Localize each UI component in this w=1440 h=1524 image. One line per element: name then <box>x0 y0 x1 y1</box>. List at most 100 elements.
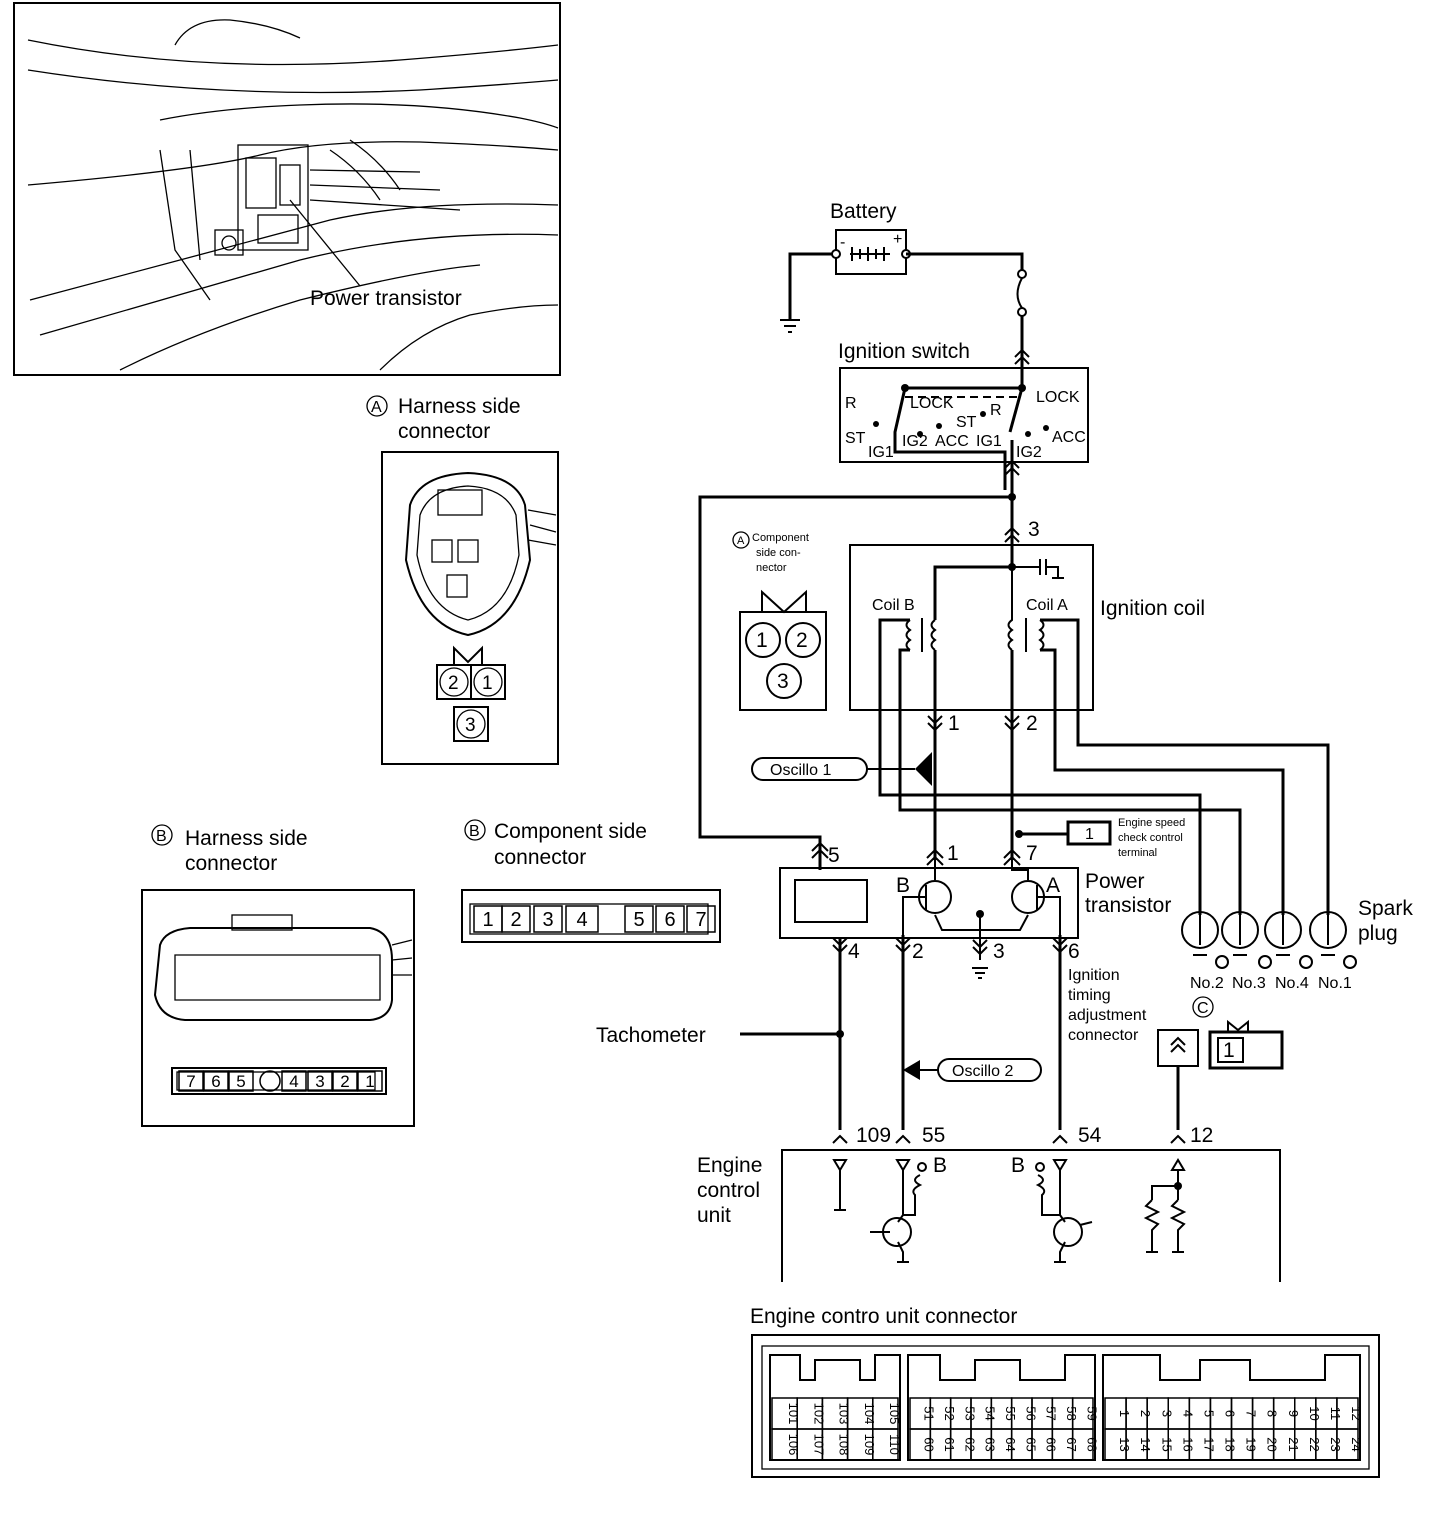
ecu-pin-54: 54 <box>1078 1124 1102 1147</box>
transistor-pin-1: 1 <box>947 842 959 865</box>
switch-right-ig1: IG1 <box>976 433 1002 450</box>
timing-adjust-pin: 1 <box>1223 1039 1235 1062</box>
harness-b-empty-cavity <box>259 1070 281 1092</box>
ecu-pin-12: 12 <box>1190 1124 1213 1147</box>
timing-adjust-line-1: Ignition <box>1068 967 1120 984</box>
harness-b-block: B Harness side connector <box>141 824 415 1127</box>
component-b-subtitle: connector <box>494 846 586 869</box>
ecu-block3-pin-top-text: 9 <box>1286 1410 1301 1417</box>
ecu-connector: Engine contro unit connector <box>750 1305 1380 1478</box>
ecu-block2-pin-top-text: 51 <box>922 1406 937 1420</box>
ecu-block3-pin-top-text: 2 <box>1138 1410 1153 1417</box>
harness-a-marker-text: A <box>371 399 382 416</box>
ecu-block1-pin-top-text: 105 <box>887 1403 902 1425</box>
ecu-block1-pin-top-text: 103 <box>837 1403 852 1425</box>
harness-a-title: Harness side <box>398 395 521 418</box>
coil-pin-3: 3 <box>1028 518 1040 541</box>
engine-speed-label-1: Engine speed <box>1118 817 1185 829</box>
harness-b-pin-text: 7 <box>186 1072 195 1091</box>
ecu-block3-pin-bottom-text: 21 <box>1286 1437 1301 1451</box>
tachometer-label: Tachometer <box>596 1024 706 1047</box>
switch-left-ig1: IG1 <box>868 444 894 461</box>
ecu-block1-pin-top-text: 104 <box>862 1403 877 1425</box>
main-feed-wires: 3 <box>698 440 1040 870</box>
transistor-pin-4: 4 <box>848 940 860 963</box>
harness-a-subtitle: connector <box>398 420 490 443</box>
ecu-block3-pin-top-text: 8 <box>1265 1410 1280 1417</box>
spark-plug-no2: No.2 <box>1190 975 1224 992</box>
transistor-a-label: A <box>1046 874 1060 897</box>
ecu-block3-pin-top-text: 10 <box>1307 1406 1322 1420</box>
ecu-block2-pin-bottom: 68 <box>1071 1428 1099 1461</box>
component-b-pin: 3 <box>533 905 563 933</box>
timing-adjust-line-4: connector <box>1068 1027 1139 1044</box>
ecu-block2-pin-bottom: 60 <box>909 1428 937 1461</box>
component-a-pin-3: 3 <box>777 670 789 693</box>
battery-minus: - <box>840 234 845 251</box>
ecu-block2-pin-top: 51 <box>909 1397 937 1430</box>
ecu-block3-pin-bottom-text: 23 <box>1328 1437 1343 1451</box>
harness-a-pin-3: 3 <box>465 715 476 736</box>
harness-a-pin-1: 1 <box>482 673 493 694</box>
switch-right-lock: LOCK <box>1036 389 1080 406</box>
spark-plug-no4: No.4 <box>1275 975 1309 992</box>
component-b-pin-text: 2 <box>510 909 521 931</box>
component-b-pin: 5 <box>624 905 654 933</box>
switch-left-acc: ACC <box>935 433 969 450</box>
ecu-block2-pin-top-text: 55 <box>1003 1406 1018 1420</box>
ecu-block3-pin-top-text: 5 <box>1201 1410 1216 1417</box>
ecu-block3-pin-bottom-text: 17 <box>1201 1437 1216 1451</box>
ignition-coil-label: Ignition coil <box>1100 597 1205 620</box>
component-a-title: Component <box>752 532 809 544</box>
component-b-block: B Component side connector <box>461 819 721 943</box>
ecu-block1-pin-bottom-text: 110 <box>887 1434 902 1455</box>
ecu-block3-pin-top-text: 11 <box>1328 1407 1343 1421</box>
switch-right-acc: ACC <box>1052 429 1086 446</box>
engine-speed-terminal: 1 Engine speed check control terminal <box>1015 817 1185 859</box>
engine-speed-label-2: check control <box>1118 832 1183 844</box>
component-b-pin: 4 <box>565 905 599 933</box>
ecu-connector-label: Engine contro unit connector <box>750 1305 1017 1328</box>
timing-adjust-line-3: adjustment <box>1068 1007 1147 1024</box>
ecu-block3-pin-top-text: 12 <box>1349 1406 1364 1420</box>
component-b-pin: 2 <box>501 905 531 933</box>
harness-b-marker-text: B <box>156 828 167 845</box>
battery-plus: + <box>893 231 902 248</box>
spark-plugs: Spark plug No.2 No.3 No.4 No.1 <box>1181 897 1413 992</box>
spark-plug-no3: No.3 <box>1232 975 1266 992</box>
component-b-pin: 1 <box>473 905 503 933</box>
coil-a-label: Coil A <box>1026 597 1068 614</box>
switch-left-ig2: IG2 <box>902 433 928 450</box>
ecu-block1-pin-bottom-text: 108 <box>837 1434 852 1456</box>
ecu-block2-pin-bottom-text: 61 <box>942 1437 957 1451</box>
component-b-pin-text: 4 <box>576 909 587 931</box>
harness-b-pin: 7 <box>178 1070 204 1092</box>
transistor-pin-5: 5 <box>828 844 840 867</box>
ecu-block3-pin-top-text: 7 <box>1244 1410 1259 1417</box>
ecu-block2-pin-top-text: 52 <box>942 1406 957 1420</box>
harness-b-pin: 4 <box>281 1070 307 1092</box>
ignition-switch-label: Ignition switch <box>838 340 970 363</box>
transistor-b-label: B <box>896 874 910 897</box>
ecu-b-right: B <box>1011 1154 1025 1177</box>
ecu-block1-pin-top-text: 101 <box>786 1403 801 1425</box>
ecu-block3-pin-bottom-text: 22 <box>1307 1437 1322 1451</box>
power-transistor-label-1: Power <box>1085 870 1145 893</box>
component-a-pin-1: 1 <box>756 629 768 652</box>
ecu-block3-pin-top-text: 6 <box>1223 1410 1238 1417</box>
engine-control-unit: Engine control unit 109 55 54 12 B B <box>697 1124 1281 1282</box>
harness-b-pin: 2 <box>332 1070 358 1092</box>
ecu-block1-pin-top-text: 102 <box>811 1403 826 1425</box>
component-b-pin-text: 7 <box>695 909 706 931</box>
component-a-title-3: nector <box>756 562 787 574</box>
ecu-block2-pin-top-text: 58 <box>1064 1406 1079 1420</box>
power-transistor: Power transistor B A 5 1 7 4 2 3 6 <box>779 841 1171 1130</box>
transistor-pin-7: 7 <box>1026 842 1038 865</box>
ecu-block2-pin-bottom-text: 67 <box>1064 1437 1079 1451</box>
ecu-block1-pin-bottom-text: 109 <box>862 1434 877 1456</box>
component-b-title: Component side <box>494 820 647 843</box>
harness-b-title: Harness side <box>185 827 308 850</box>
coil-pin-1: 1 <box>948 712 960 735</box>
